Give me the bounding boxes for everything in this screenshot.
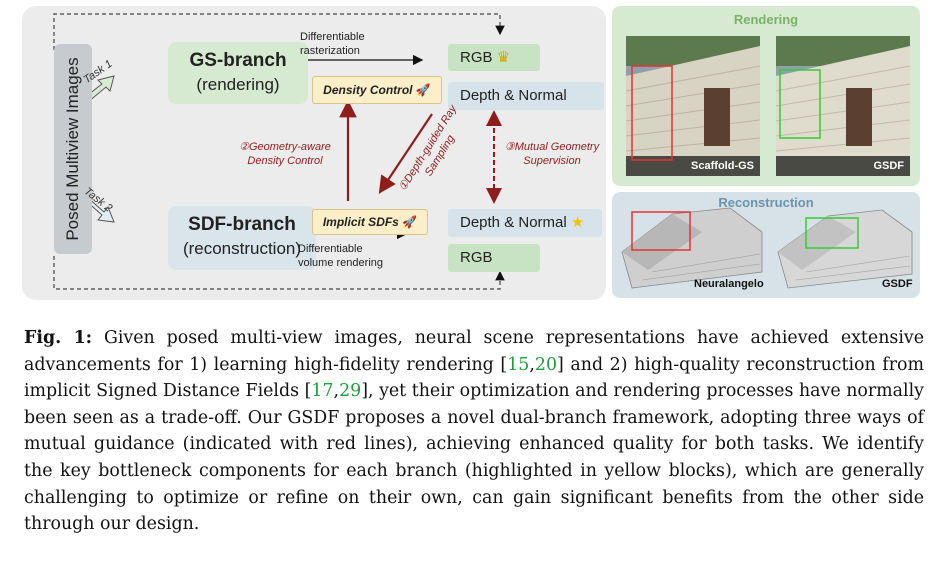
- caption-sep-1: ,: [529, 354, 535, 375]
- gsdf-mesh-label: GSDF: [882, 278, 913, 290]
- reconstruction-title: Reconstruction: [718, 195, 814, 210]
- mutual-supervision-note: ③Mutual Geometry Supervision: [500, 140, 604, 168]
- rocket-icon: 🚀: [402, 215, 418, 229]
- sdf-branch-title: SDF-branch: [188, 214, 296, 235]
- depth-normal-output-top: Depth & Normal: [448, 82, 604, 110]
- raster-note-line1: Differentiable: [300, 31, 365, 43]
- rendering-panel: Rendering Scaffold-GS: [612, 6, 920, 186]
- scaffold-gs-image: Scaffold-GS: [626, 36, 760, 176]
- citation-link[interactable]: 29: [339, 381, 362, 402]
- caption-text-1: Given posed multi-view images, neural sc…: [24, 328, 924, 375]
- mutual-supervision-note-line1: ③Mutual Geometry: [504, 141, 600, 153]
- geometry-aware-note: ②Geometry-aware Density Control: [226, 140, 344, 168]
- depth-normal-output-bottom: Depth & Normal ★: [448, 209, 602, 237]
- highlight-box-green: [779, 69, 821, 139]
- scaffold-gs-render: [626, 36, 760, 176]
- geometry-aware-note-line1: ②Geometry-aware: [239, 141, 331, 153]
- geometry-aware-note-line2: Density Control: [247, 155, 323, 167]
- highlight-box-green: [805, 217, 859, 249]
- rendering-title: Rendering: [733, 12, 799, 27]
- depth-normal-bottom-label: Depth & Normal: [460, 214, 567, 231]
- raster-note: Differentiable rasterization: [300, 30, 365, 58]
- gs-branch-title: GS-branch: [189, 50, 287, 71]
- highlight-box-red: [631, 65, 673, 161]
- figure-label: Fig. 1:: [24, 328, 93, 348]
- scaffold-gs-label: Scaffold-GS: [691, 160, 754, 172]
- gsdf-render: [776, 36, 910, 176]
- depth-guided-arrow: [378, 113, 433, 194]
- volume-note-line1: Differentiable: [298, 243, 363, 255]
- citation-link[interactable]: 17: [311, 381, 334, 402]
- rocket-icon: 🚀: [415, 83, 431, 97]
- caption-text-3: ], yet their optimization and rendering …: [24, 381, 924, 535]
- rgb-bottom-label: RGB: [460, 249, 493, 266]
- rgb-top-label: RGB: [460, 49, 493, 66]
- sdf-branch-subtitle: (reconstruction): [182, 239, 302, 258]
- star-icon: ★: [570, 214, 585, 231]
- gs-branch-box: GS-branch (rendering): [168, 42, 308, 104]
- posed-images-label: Posed Multiview Images: [63, 57, 82, 241]
- rgb-output-bottom: RGB: [448, 244, 540, 272]
- dashed-loop: [53, 13, 505, 50]
- mesh-renders: [621, 207, 913, 289]
- mutual-supervision-note-line2: Supervision: [523, 155, 581, 167]
- gs-branch-subtitle: (rendering): [196, 75, 280, 94]
- figure-caption: Fig. 1: Given posed multi-view images, n…: [24, 325, 924, 538]
- citation-link[interactable]: 20: [534, 354, 558, 375]
- neuralangelo-label: Neuralangelo: [694, 278, 764, 290]
- density-control-block: Density Control 🚀: [312, 76, 442, 104]
- reconstruction-panel: Reconstruction Neuralangelo GSDF: [612, 192, 920, 298]
- sdf-branch-box: SDF-branch (reconstruction): [168, 206, 316, 270]
- gsdf-render-label: GSDF: [873, 160, 904, 172]
- implicit-sdfs-label: Implicit SDFs: [322, 215, 399, 229]
- caption-sep-2: ,: [333, 381, 340, 402]
- gsdf-render-image: GSDF: [776, 36, 910, 176]
- citation-link[interactable]: 15: [507, 354, 530, 375]
- caption-text-2: ] and 2) high-quality reconstruction fro…: [24, 354, 925, 402]
- raster-note-line2: rasterization: [300, 45, 360, 57]
- volume-note-line2: volume rendering: [298, 257, 383, 269]
- crown-icon: ♛: [496, 49, 511, 66]
- rgb-output-top: RGB ♛: [448, 44, 540, 71]
- dashed-loop-bottom: [53, 256, 505, 290]
- highlight-box-red: [631, 211, 691, 251]
- posed-images-block: [54, 44, 92, 254]
- density-control-label: Density Control: [323, 83, 413, 97]
- implicit-sdfs-block: Implicit SDFs 🚀: [312, 209, 428, 235]
- volume-note: Differentiable volume rendering: [298, 242, 383, 270]
- pipeline-diagram: Posed Multiview Images Task 1 Task 2 GS-…: [22, 6, 606, 300]
- depth-normal-top-label: Depth & Normal: [460, 87, 567, 104]
